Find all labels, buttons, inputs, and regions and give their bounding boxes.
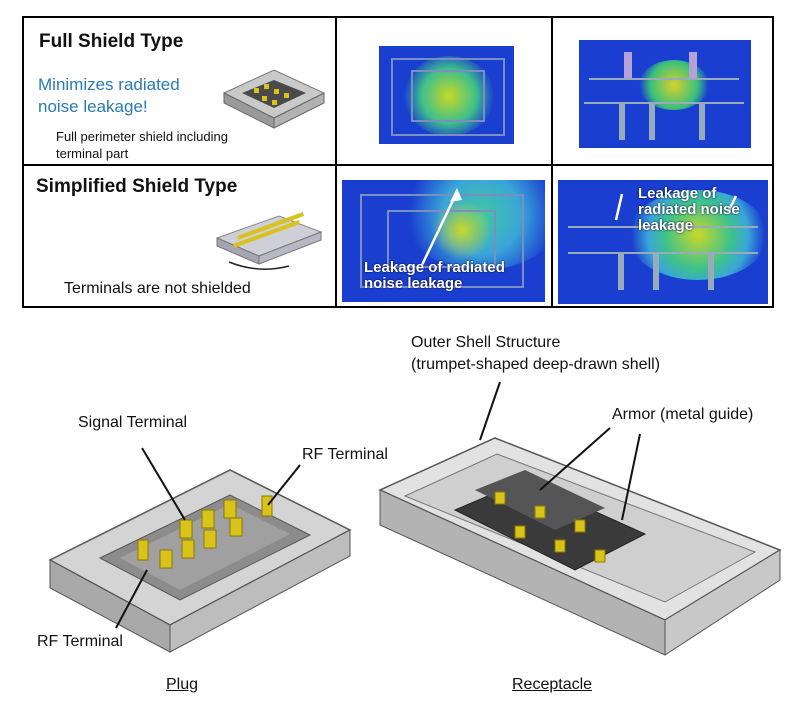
table-divider <box>551 18 553 306</box>
outer-shell-sub-label: (trumpet-shaped deep-drawn shell) <box>411 356 661 373</box>
rf-terminal-label-bottom: RF Terminal <box>37 633 123 650</box>
simplified-shield-connector-image <box>215 212 323 270</box>
receptacle-caption: Receptacle <box>512 676 593 693</box>
simplified-shield-note: Terminals are not shielded <box>64 280 251 297</box>
simplified-leak-label-b: Leakage of radiated noise leakage <box>638 185 740 234</box>
full-shield-highlight: Minimizes radiated noise leakage! <box>38 75 180 116</box>
comparison-table: Full Shield Type Minimizes radiated nois… <box>22 16 774 308</box>
plug-caption: Plug <box>166 676 199 693</box>
armor-label: Armor (metal guide) <box>612 406 754 423</box>
simplified-shield-title: Simplified Shield Type <box>36 176 238 197</box>
full-shield-title: Full Shield Type <box>39 31 184 52</box>
simplified-shield-sim-top: Leakage of radiated noise leakage <box>342 180 545 302</box>
full-shield-connector-image <box>222 69 326 129</box>
plug-illustration <box>48 469 352 653</box>
outer-shell-label: Outer Shell Structure <box>411 334 561 351</box>
full-shield-sim-top <box>379 46 514 144</box>
table-divider <box>24 164 772 166</box>
full-shield-sim-side <box>579 40 751 148</box>
simplified-shield-sim-side: Leakage of radiated noise leakage <box>558 180 768 304</box>
rf-terminal-label-top: RF Terminal <box>302 446 388 463</box>
simplified-leak-label-a: Leakage of radiated noise leakage <box>364 259 505 292</box>
receptacle-illustration <box>378 437 782 656</box>
full-shield-note: Full perimeter shield including terminal… <box>56 129 228 161</box>
table-divider <box>335 18 337 306</box>
signal-terminal-label: Signal Terminal <box>78 414 188 431</box>
